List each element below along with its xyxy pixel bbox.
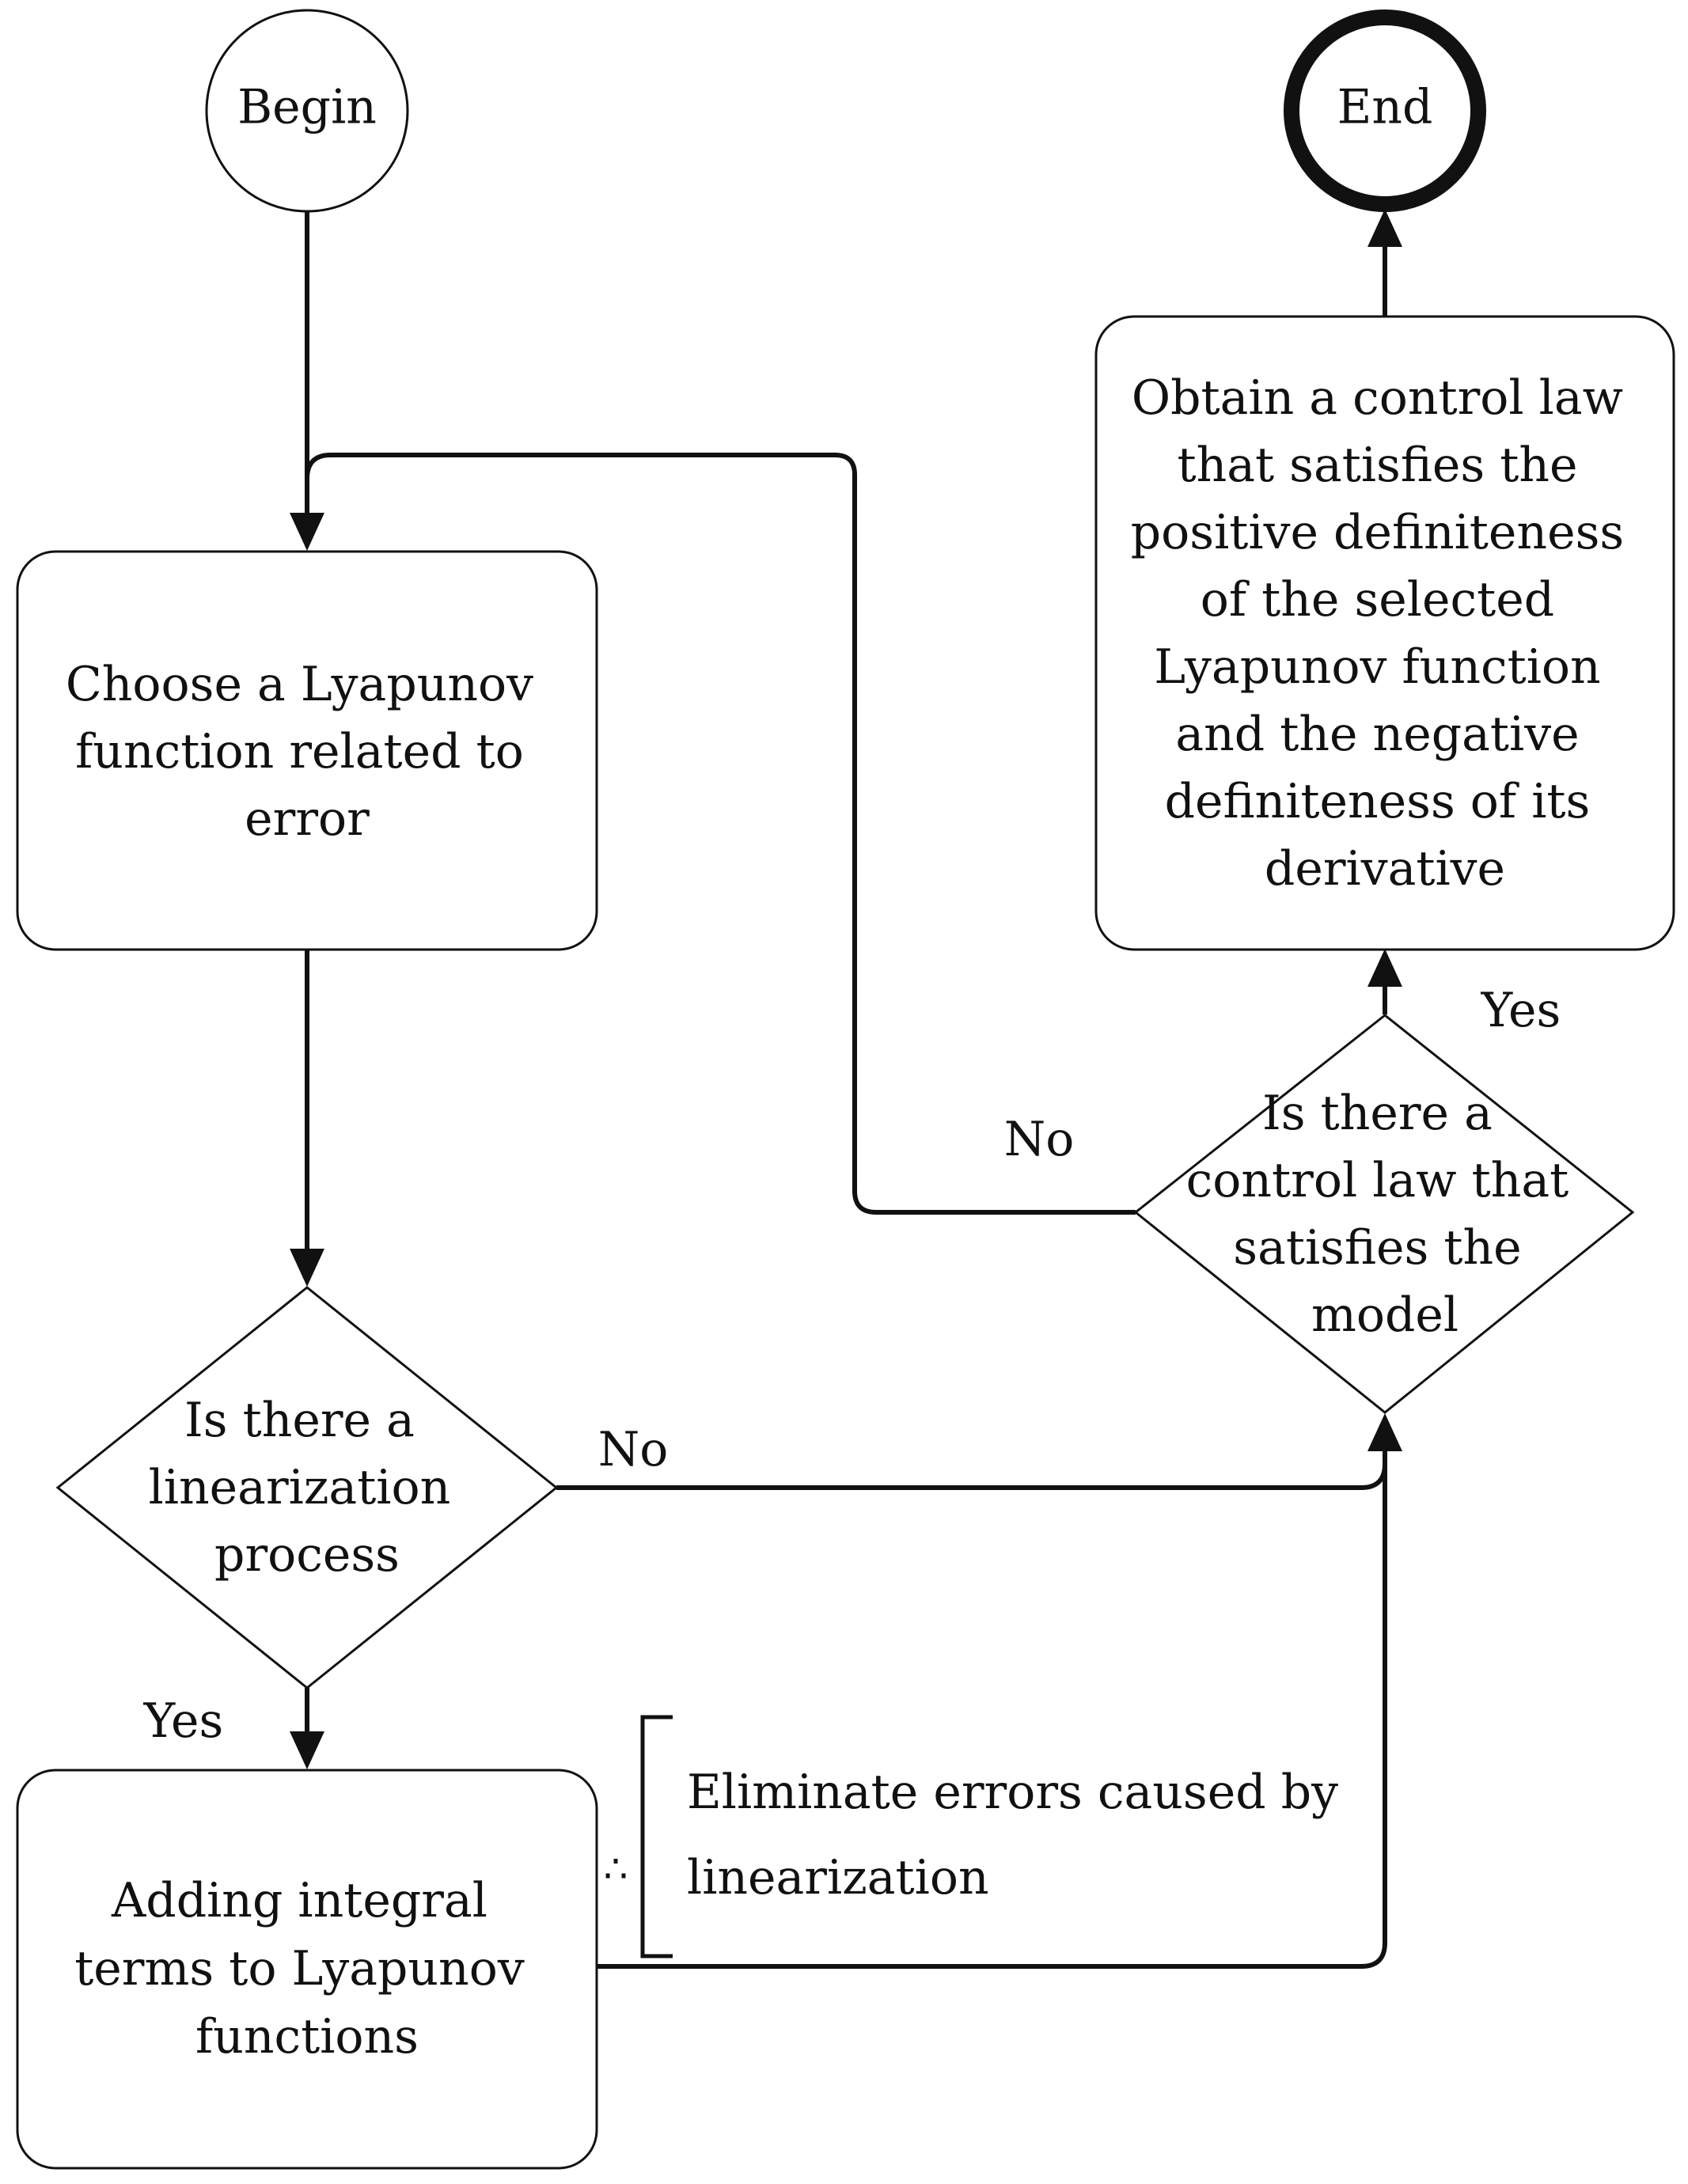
choose-line-3: error	[245, 791, 370, 847]
arrowhead-choose	[290, 513, 324, 551]
connectors	[290, 209, 1402, 1969]
arrowhead-linearization	[290, 1249, 324, 1287]
control-law-decision: Is there a control law that satisfies th…	[1133, 1014, 1635, 1414]
linearization-line-1: Is there a	[184, 1393, 415, 1448]
control-line-4: model	[1311, 1287, 1459, 1343]
obtain-line-6: and the negative	[1175, 707, 1579, 762]
obtain-line-3: positive definiteness	[1131, 505, 1624, 560]
arrowhead-control	[1367, 1413, 1402, 1451]
choose-lyapunov-rect	[16, 550, 598, 951]
adding-line-2: terms to Lyapunov	[74, 1941, 525, 1996]
linearization-decision: Is there a linearization process	[55, 1286, 559, 1689]
obtain-line-4: of the selected	[1201, 572, 1554, 628]
label-linearization-no: No	[598, 1422, 669, 1477]
obtain-line-2: that satisfies the	[1177, 438, 1577, 493]
arrowhead-obtain	[1367, 949, 1402, 987]
control-line-3: satisfies the	[1233, 1220, 1521, 1276]
linearization-line-2: linearization	[149, 1460, 451, 1515]
edge-linearization-no	[556, 1450, 1387, 1490]
obtain-line-5: Lyapunov function	[1154, 639, 1600, 695]
label-control-no: No	[1004, 1112, 1075, 1167]
choose-lyapunov-box: Choose a Lyapunov function related to er…	[16, 550, 598, 951]
annotation-therefore-symbol: ∴	[604, 1847, 628, 1891]
control-law-text: Is there a control law that satisfies th…	[1186, 1086, 1584, 1343]
obtain-line-7: definiteness of its	[1165, 774, 1591, 829]
label-linearization-yes: Yes	[143, 1693, 224, 1749]
end-node: End	[1284, 9, 1486, 212]
obtain-line-1: Obtain a control law	[1132, 370, 1623, 426]
annotation-line-1: Eliminate errors caused by	[687, 1765, 1338, 1820]
label-control-yes: Yes	[1481, 983, 1561, 1038]
begin-circle	[205, 9, 409, 213]
annotation-line-2: linearization	[687, 1850, 989, 1905]
end-label: End	[1337, 80, 1433, 135]
arrowhead-adding	[290, 1731, 324, 1769]
linearization-line-3: process	[214, 1527, 400, 1583]
adding-integral-rect	[16, 1769, 598, 2170]
control-law-diamond	[1133, 1014, 1635, 1414]
annotation-text: Eliminate errors caused by linearization	[687, 1765, 1353, 1905]
obtain-control-law-rect	[1094, 315, 1675, 951]
choose-line-1: Choose a Lyapunov	[66, 657, 533, 712]
adding-line-3: functions	[195, 2009, 419, 2065]
obtain-control-law-box: Obtain a control law that satisfies the …	[1094, 315, 1675, 951]
edge-labels: Yes No Yes No	[143, 983, 1561, 1749]
linearization-text: Is there a linearization process	[149, 1393, 466, 1583]
obtain-control-law-text: Obtain a control law that satisfies the …	[1131, 370, 1640, 897]
control-line-2: control law that	[1186, 1153, 1569, 1208]
choose-line-2: function related to	[75, 724, 524, 779]
edge-adding-to-control	[597, 1450, 1387, 1969]
annotation: ∴ Eliminate errors caused by linearizati…	[604, 1715, 1353, 1958]
adding-line-1: Adding integral	[111, 1873, 487, 1928]
linearization-diamond	[55, 1286, 559, 1689]
control-line-1: Is there a	[1262, 1086, 1493, 1141]
obtain-line-8: derivative	[1265, 841, 1505, 897]
arrowhead-end	[1367, 209, 1402, 247]
adding-integral-box: Adding integral terms to Lyapunov functi…	[16, 1769, 598, 2170]
choose-lyapunov-text: Choose a Lyapunov function related to er…	[66, 657, 548, 847]
adding-integral-text: Adding integral terms to Lyapunov functi…	[74, 1873, 540, 2065]
begin-label: Begin	[237, 80, 377, 135]
annotation-bracket	[640, 1715, 673, 1958]
begin-node: Begin	[205, 9, 409, 213]
edge-control-no-loop	[305, 453, 1136, 1215]
end-circle	[1284, 9, 1486, 212]
